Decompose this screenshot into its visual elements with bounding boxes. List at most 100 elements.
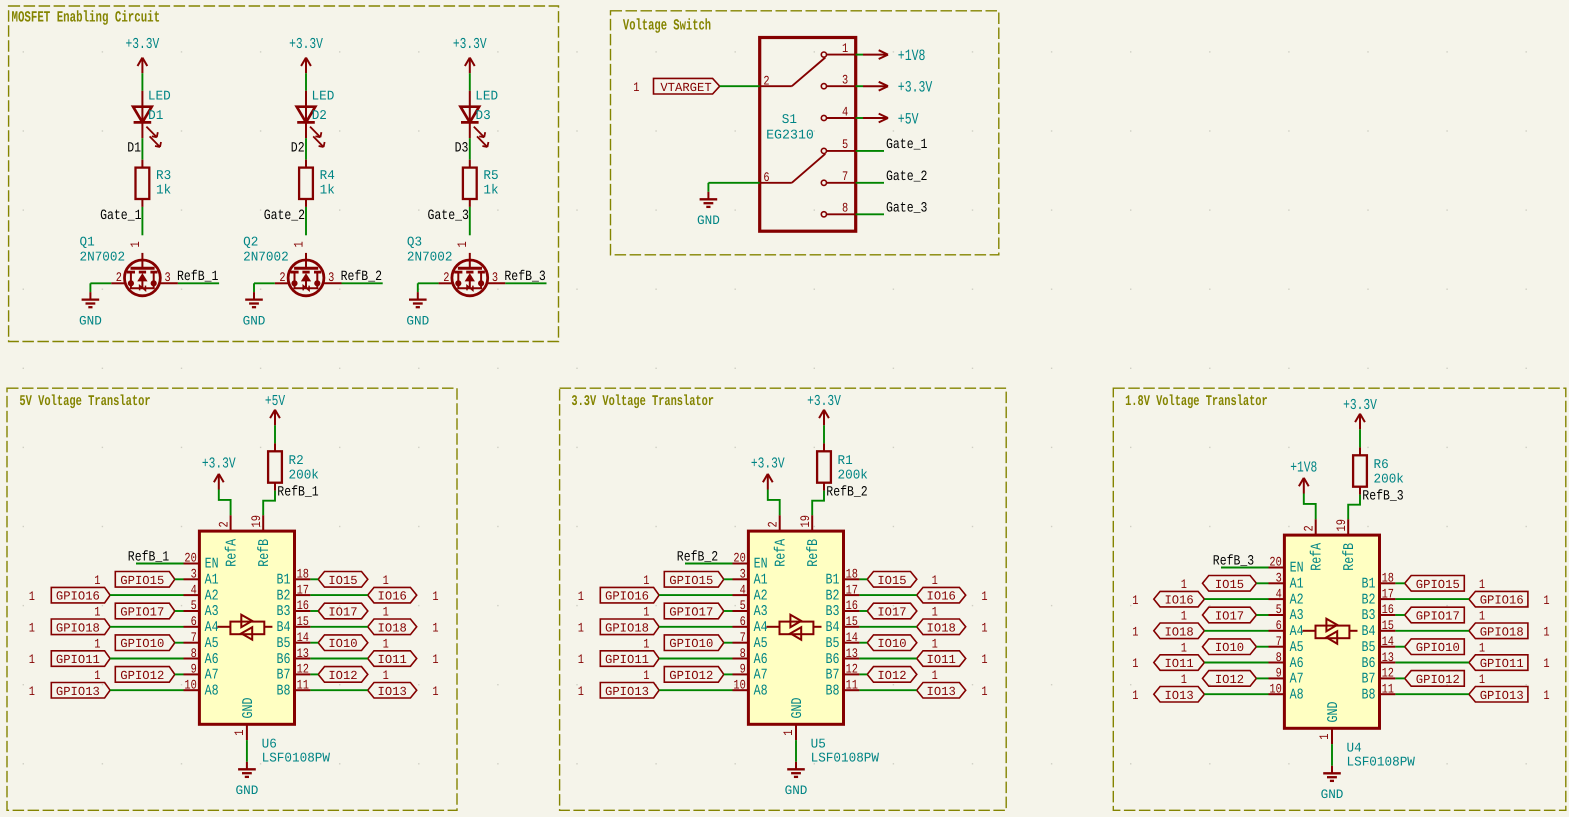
svg-text:RefB_2: RefB_2 bbox=[677, 549, 718, 565]
svg-text:B8: B8 bbox=[1362, 688, 1376, 704]
svg-text:A1: A1 bbox=[1290, 577, 1304, 593]
svg-text:20: 20 bbox=[1269, 555, 1282, 570]
svg-text:IO13: IO13 bbox=[927, 685, 956, 699]
svg-text:1: 1 bbox=[932, 605, 938, 620]
svg-text:1k: 1k bbox=[483, 184, 498, 199]
svg-text:LED: LED bbox=[312, 90, 335, 105]
svg-text:1: 1 bbox=[578, 620, 584, 635]
svg-text:GPIO18: GPIO18 bbox=[1480, 625, 1524, 639]
svg-text:3: 3 bbox=[328, 270, 334, 285]
svg-text:7: 7 bbox=[191, 630, 197, 645]
svg-text:1: 1 bbox=[1543, 656, 1549, 671]
svg-text:A5: A5 bbox=[1290, 640, 1304, 656]
svg-text:+1V8: +1V8 bbox=[898, 47, 926, 65]
svg-text:R2: R2 bbox=[289, 454, 304, 469]
svg-text:IO18: IO18 bbox=[927, 621, 956, 635]
svg-text:A5: A5 bbox=[205, 636, 219, 652]
svg-text:EG2310: EG2310 bbox=[766, 128, 814, 143]
svg-text:GPIO16: GPIO16 bbox=[56, 590, 100, 604]
svg-text:4: 4 bbox=[842, 104, 848, 119]
svg-text:IO16: IO16 bbox=[1164, 594, 1193, 608]
svg-text:1: 1 bbox=[643, 636, 649, 651]
svg-text:+3.3V: +3.3V bbox=[202, 454, 236, 472]
svg-text:14: 14 bbox=[1382, 634, 1395, 649]
svg-text:A2: A2 bbox=[754, 588, 768, 604]
svg-text:IO17: IO17 bbox=[877, 606, 906, 620]
svg-text:16: 16 bbox=[1382, 602, 1394, 617]
svg-text:B2: B2 bbox=[826, 588, 840, 604]
svg-text:1: 1 bbox=[1132, 656, 1138, 671]
svg-text:3: 3 bbox=[191, 567, 197, 582]
svg-text:Gate_2: Gate_2 bbox=[264, 208, 305, 224]
svg-text:GND: GND bbox=[697, 213, 720, 228]
svg-text:GPIO18: GPIO18 bbox=[56, 621, 100, 635]
svg-text:R1: R1 bbox=[838, 454, 853, 469]
svg-text:5V Voltage Translator: 5V Voltage Translator bbox=[19, 394, 150, 410]
svg-text:B2: B2 bbox=[277, 588, 291, 604]
svg-text:2: 2 bbox=[443, 270, 449, 285]
svg-text:GPIO12: GPIO12 bbox=[1416, 673, 1460, 687]
svg-text:4: 4 bbox=[1276, 586, 1282, 601]
svg-text:1.8V Voltage Translator: 1.8V Voltage Translator bbox=[1125, 394, 1268, 410]
svg-text:3: 3 bbox=[740, 567, 746, 582]
svg-text:1: 1 bbox=[94, 668, 100, 683]
svg-text:1: 1 bbox=[1479, 577, 1485, 592]
svg-text:Q2: Q2 bbox=[243, 236, 258, 251]
svg-text:7: 7 bbox=[740, 630, 746, 645]
svg-text:1: 1 bbox=[432, 684, 438, 699]
svg-text:GND: GND bbox=[406, 314, 429, 329]
svg-text:B7: B7 bbox=[826, 668, 840, 684]
svg-text:R3: R3 bbox=[156, 169, 171, 184]
svg-text:U4: U4 bbox=[1347, 741, 1362, 756]
svg-text:1: 1 bbox=[432, 589, 438, 604]
svg-text:IO11: IO11 bbox=[1164, 657, 1193, 671]
svg-text:1: 1 bbox=[842, 41, 848, 56]
svg-text:B5: B5 bbox=[277, 636, 291, 652]
svg-text:LSF0108PW: LSF0108PW bbox=[811, 752, 880, 767]
svg-text:RefA: RefA bbox=[1310, 543, 1326, 571]
svg-text:1: 1 bbox=[981, 589, 987, 604]
svg-text:A1: A1 bbox=[754, 573, 768, 589]
svg-text:17: 17 bbox=[297, 582, 309, 597]
svg-text:IO16: IO16 bbox=[927, 590, 956, 604]
svg-text:5: 5 bbox=[1276, 602, 1282, 617]
svg-text:9: 9 bbox=[740, 662, 746, 677]
svg-text:1: 1 bbox=[383, 605, 389, 620]
svg-text:LED: LED bbox=[475, 90, 498, 105]
svg-text:16: 16 bbox=[846, 598, 858, 613]
svg-text:1: 1 bbox=[29, 684, 35, 699]
svg-text:B6: B6 bbox=[1362, 656, 1376, 672]
svg-text:A8: A8 bbox=[754, 684, 768, 700]
svg-text:RefB_3: RefB_3 bbox=[1213, 553, 1254, 569]
svg-text:1: 1 bbox=[643, 573, 649, 588]
svg-text:11: 11 bbox=[846, 678, 859, 693]
svg-text:S1: S1 bbox=[782, 113, 797, 128]
svg-text:A8: A8 bbox=[205, 684, 219, 700]
svg-text:B4: B4 bbox=[826, 620, 840, 636]
svg-text:5: 5 bbox=[842, 137, 848, 152]
svg-text:8: 8 bbox=[1276, 650, 1282, 665]
svg-text:20: 20 bbox=[733, 551, 746, 566]
svg-text:2: 2 bbox=[1302, 525, 1317, 531]
svg-text:3: 3 bbox=[1276, 571, 1282, 586]
svg-text:IO17: IO17 bbox=[1215, 610, 1244, 624]
svg-text:A2: A2 bbox=[205, 588, 219, 604]
svg-text:GPIO13: GPIO13 bbox=[1480, 689, 1524, 703]
svg-text:RefA: RefA bbox=[774, 539, 790, 567]
svg-text:3.3V Voltage Translator: 3.3V Voltage Translator bbox=[571, 394, 714, 410]
svg-text:A7: A7 bbox=[754, 668, 768, 684]
svg-text:B8: B8 bbox=[277, 684, 291, 700]
svg-text:GPIO13: GPIO13 bbox=[605, 685, 649, 699]
svg-text:4: 4 bbox=[191, 582, 197, 597]
svg-text:1: 1 bbox=[29, 620, 35, 635]
svg-text:R4: R4 bbox=[320, 169, 335, 184]
svg-text:IO17: IO17 bbox=[328, 606, 357, 620]
svg-text:1: 1 bbox=[232, 729, 247, 735]
svg-text:IO12: IO12 bbox=[1215, 673, 1244, 687]
svg-text:D3: D3 bbox=[476, 109, 491, 124]
svg-text:D2: D2 bbox=[312, 109, 327, 124]
svg-text:LSF0108PW: LSF0108PW bbox=[262, 752, 331, 767]
svg-text:11: 11 bbox=[1382, 682, 1395, 697]
svg-text:1k: 1k bbox=[156, 184, 171, 199]
svg-text:1: 1 bbox=[643, 668, 649, 683]
